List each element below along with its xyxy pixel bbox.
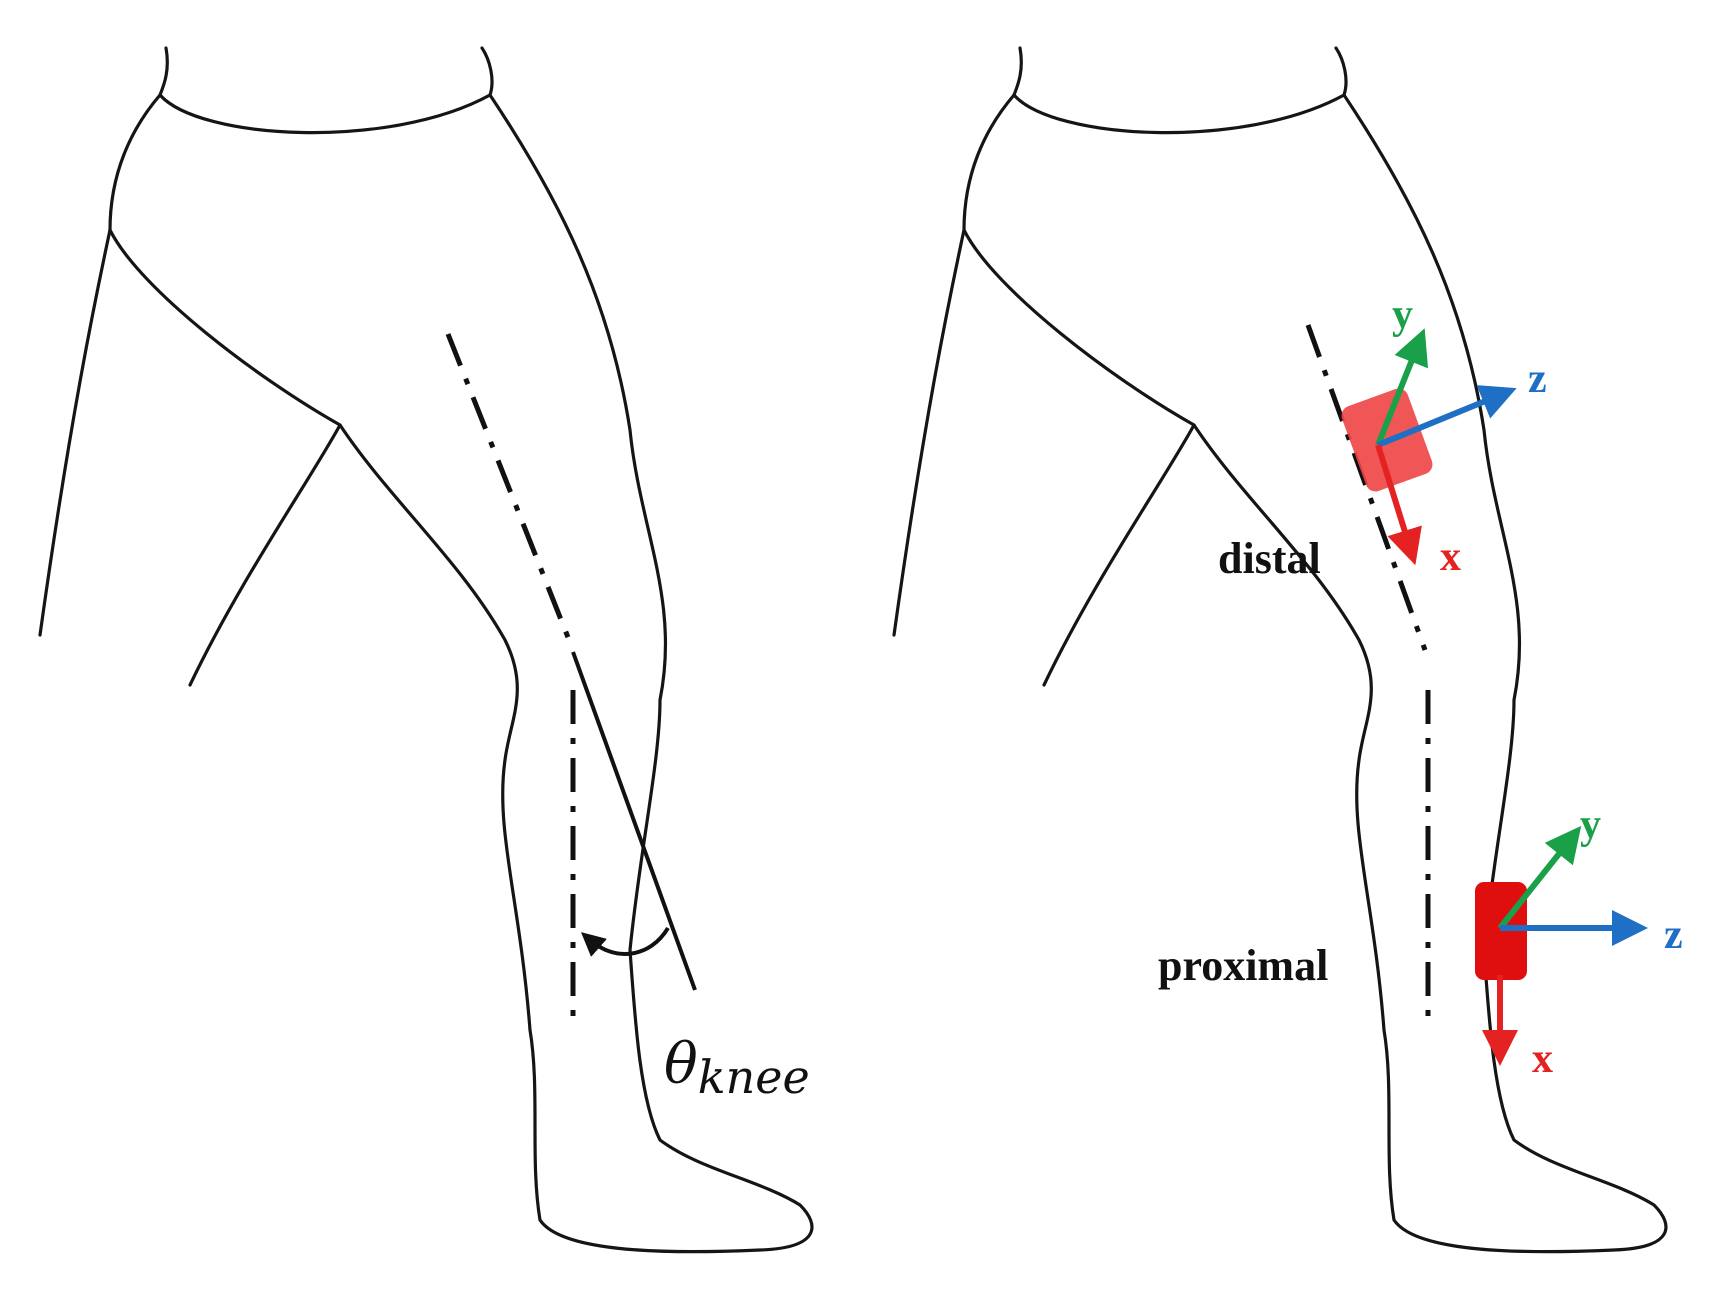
distal-z-label: z: [1528, 356, 1547, 402]
distal-y-label: y: [1392, 292, 1413, 338]
proximal-z-label: z: [1664, 912, 1683, 958]
shank-axis-left: [571, 651, 697, 991]
theta-knee-label: θknee: [664, 1032, 810, 1104]
left-leg-outline: [38, 46, 814, 1254]
proximal-y-axis-arrow: [1497, 825, 1582, 930]
distal-y-axis-arrow: [1375, 328, 1429, 447]
proximal-label: proximal: [1158, 941, 1328, 990]
thigh-axis-right: [1305, 324, 1428, 651]
proximal-x-label: x: [1532, 1036, 1553, 1082]
thigh-axis-left: [445, 333, 576, 651]
right-leg-outline: [892, 46, 1668, 1254]
distal-label: distal: [1218, 534, 1321, 583]
angle-arc-arrow: [580, 926, 670, 957]
distal-z-axis-arrow: [1376, 385, 1517, 448]
distal-x-label: x: [1440, 534, 1461, 580]
proximal-y-label: y: [1580, 802, 1601, 848]
distal-x-axis-arrow: [1375, 444, 1422, 566]
